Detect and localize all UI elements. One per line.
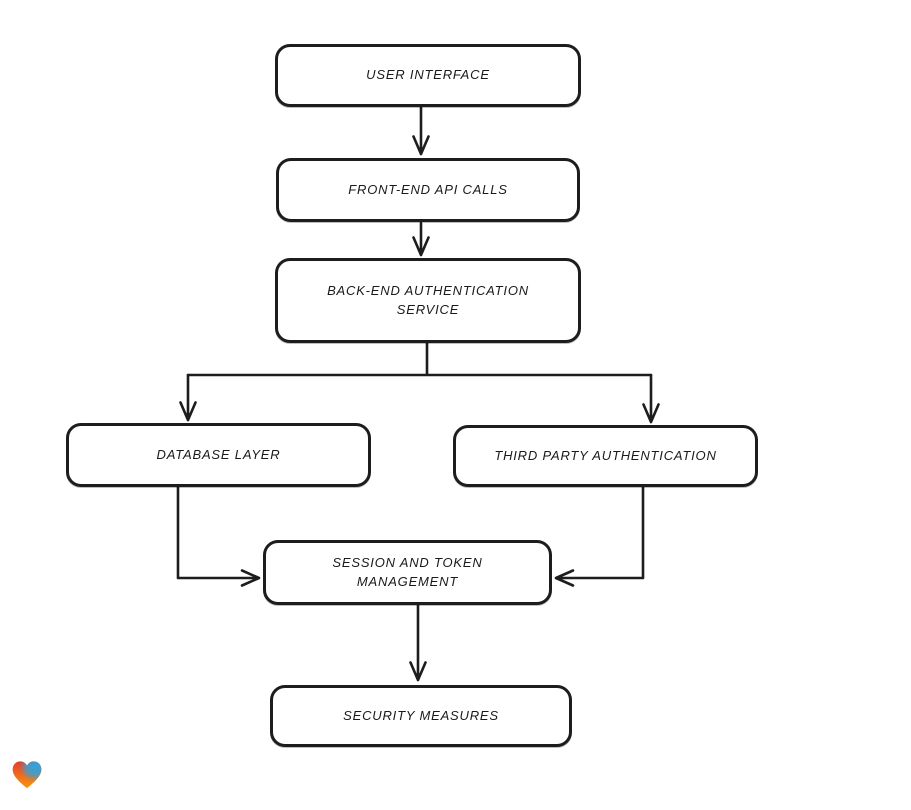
edge-backend-branch — [186, 341, 653, 377]
gradient-heart-logo-icon[interactable] — [10, 758, 44, 792]
node-third-party-authentication[interactable]: THIRD PARTY AUTHENTICATION — [453, 425, 758, 487]
node-database-layer[interactable]: DATABASE LAYER — [66, 423, 371, 487]
edge-database-to-session — [176, 485, 261, 587]
edge-ui-to-frontend — [412, 105, 430, 156]
edge-thirdparty-to-session — [554, 485, 645, 587]
node-session-and-token-management[interactable]: SESSION AND TOKEN MANAGEMENT — [263, 540, 552, 605]
node-security-measures[interactable]: SECURITY MEASURES — [270, 685, 572, 747]
node-back-end-authentication-service[interactable]: BACK-END AUTHENTICATION SERVICE — [275, 258, 581, 343]
edge-frontend-to-backend — [412, 221, 430, 257]
node-front-end-api-calls[interactable]: FRONT-END API CALLS — [276, 158, 580, 222]
edge-session-to-security — [409, 603, 427, 682]
edge-backend-to-database — [179, 373, 197, 422]
node-user-interface[interactable]: USER INTERFACE — [275, 44, 581, 107]
edge-backend-to-thirdparty — [642, 373, 660, 424]
